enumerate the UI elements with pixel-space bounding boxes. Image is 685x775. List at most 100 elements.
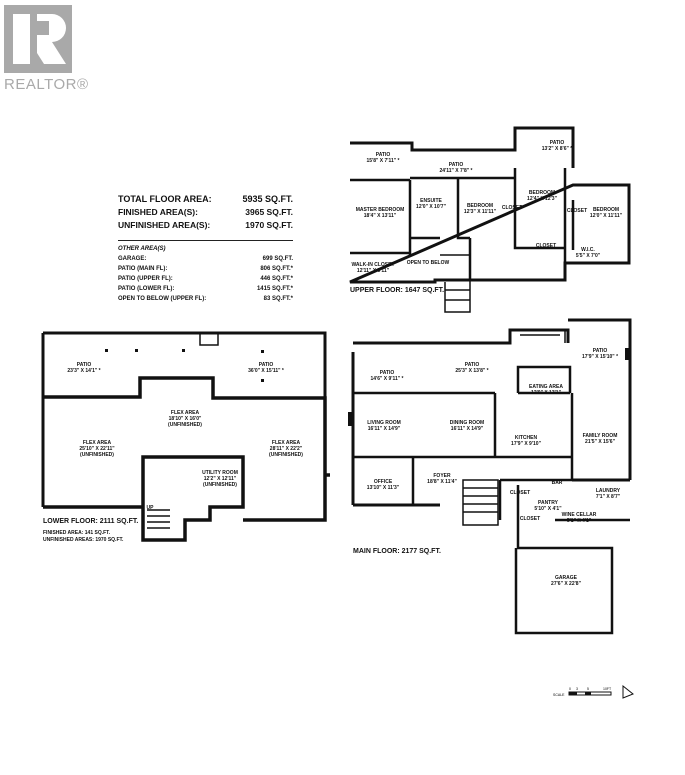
room-name: OFFICE [373, 479, 393, 485]
other-area-label: PATIO (LOWER FL): [118, 286, 175, 292]
upper-room-label: CLOSET [567, 208, 587, 214]
room-dim: 24'11" X 7'8" * [439, 168, 473, 174]
lower-floor-title: LOWER FLOOR: 2111 SQ.FT. [43, 518, 139, 525]
room-note: (UNFINISHED) [80, 452, 114, 458]
room-name: FOYER [433, 473, 451, 479]
main-floor-title: MAIN FLOOR: 2177 SQ.FT. [353, 548, 441, 555]
scale-tick: 0 [569, 687, 571, 691]
room-name: FLEX AREA [271, 440, 301, 446]
finished-label: FINISHED AREA(S): [118, 207, 198, 217]
room-name: BEDROOM [528, 190, 556, 196]
room-name: WALK-IN CLOSET [351, 262, 395, 268]
room-name: PATIO [76, 362, 92, 368]
room-name: KITCHEN [514, 435, 538, 441]
room-dim: 15'8" X 7'11" * [366, 158, 400, 164]
room-dim: 25'10" X 22'11" [79, 446, 115, 452]
room-dim: 5'10" X 4'1" [534, 506, 562, 512]
room-name: CLOSET [566, 208, 588, 214]
area-summary: TOTAL FLOOR AREA:5935 SQ.FT. FINISHED AR… [118, 193, 293, 304]
room-name: CLOSET [519, 516, 541, 522]
room-dim: 16'11" X 14'9" [450, 426, 484, 432]
room-note: (UNFINISHED) [269, 452, 303, 458]
room-dim: 13'2" X 8'6" * [541, 146, 573, 152]
total-value: 5935 SQ.FT. [242, 194, 293, 204]
room-name: BAR [551, 480, 563, 486]
lower-room-label: UP [147, 505, 154, 511]
room-note: (UNFINISHED) [168, 422, 202, 428]
room-name: FAMILY ROOM [582, 433, 618, 439]
unfinished-label: UNFINISHED AREA(S): [118, 220, 211, 230]
realtor-logo-text: REALTOR® [4, 76, 89, 93]
room-name: W.I.C. [581, 247, 595, 253]
room-dim: 12'3" X 11'11" [463, 209, 497, 215]
room-name: WINE CELLAR [561, 512, 597, 518]
main-room-label: CLOSET [510, 490, 530, 496]
upper-room-label: CLOSET [536, 243, 556, 249]
room-dim: 23'3" X 14'1" * [67, 368, 101, 374]
other-area-label: GARAGE: [118, 256, 147, 262]
finished-value: 3965 SQ.FT. [245, 207, 293, 217]
room-name: MASTER BEDROOM [355, 207, 405, 213]
room-name: PATIO [379, 370, 395, 376]
scale-tick: 3 [576, 687, 578, 691]
room-dim: 12'11" X 5'11" [356, 268, 390, 274]
other-areas-heading: OTHER AREA(S) [118, 240, 293, 254]
room-name: PATIO [375, 152, 391, 158]
upper-room-label: CLOSET [502, 205, 522, 211]
other-area-value: 1415 SQ.FT.* [256, 286, 293, 292]
other-area-value: 699 SQ.FT. [262, 256, 293, 262]
room-dim: 5'1" X 4'1" [566, 518, 592, 524]
scale-tick: 5 [587, 687, 589, 691]
room-dim: 13'10" X 11'3" [366, 485, 400, 491]
upper-room-label: W.I.C.5'5" X 7'0" [576, 247, 600, 259]
room-dim: 28'11" X 22'2" [269, 446, 303, 452]
room-note: (UNFINISHED) [203, 482, 237, 488]
room-name: GARAGE [555, 575, 577, 581]
room-dim: 12'0" X 13'1" [531, 390, 561, 396]
room-dim: 12'0" X 11'11" [589, 213, 623, 219]
room-dim: 18'10" X 16'0" [168, 416, 202, 422]
room-name: PATIO [464, 362, 480, 368]
room-name: OPEN TO BELOW [406, 260, 450, 266]
upper-floor-walls [349, 126, 631, 284]
room-dim: 12'0" X 10'7" [416, 204, 446, 210]
room-dim: 14'6" X 9'11" * [370, 376, 404, 382]
lower-finished-area: FINISHED AREA: 141 SQ.FT. [43, 530, 111, 536]
room-dim: 25'3" X 13'8" * [455, 368, 489, 374]
scale-tick: 10FT [603, 687, 612, 691]
room-name: PATIO [258, 362, 274, 368]
room-name: UP [146, 505, 154, 511]
north-arrow-icon [622, 684, 634, 699]
room-name: PATIO [592, 348, 608, 354]
room-dim: 18'4" X 13'11" [363, 213, 397, 219]
realtor-r-mark [4, 5, 72, 73]
unfinished-value: 1970 SQ.FT. [245, 220, 293, 230]
other-area-label: PATIO (UPPER FL): [118, 276, 173, 282]
scale-bar: SCALE 0 3 5 10FT [553, 684, 634, 699]
main-floor-walls [351, 318, 632, 507]
other-area-label: PATIO (MAIN FL): [118, 266, 168, 272]
